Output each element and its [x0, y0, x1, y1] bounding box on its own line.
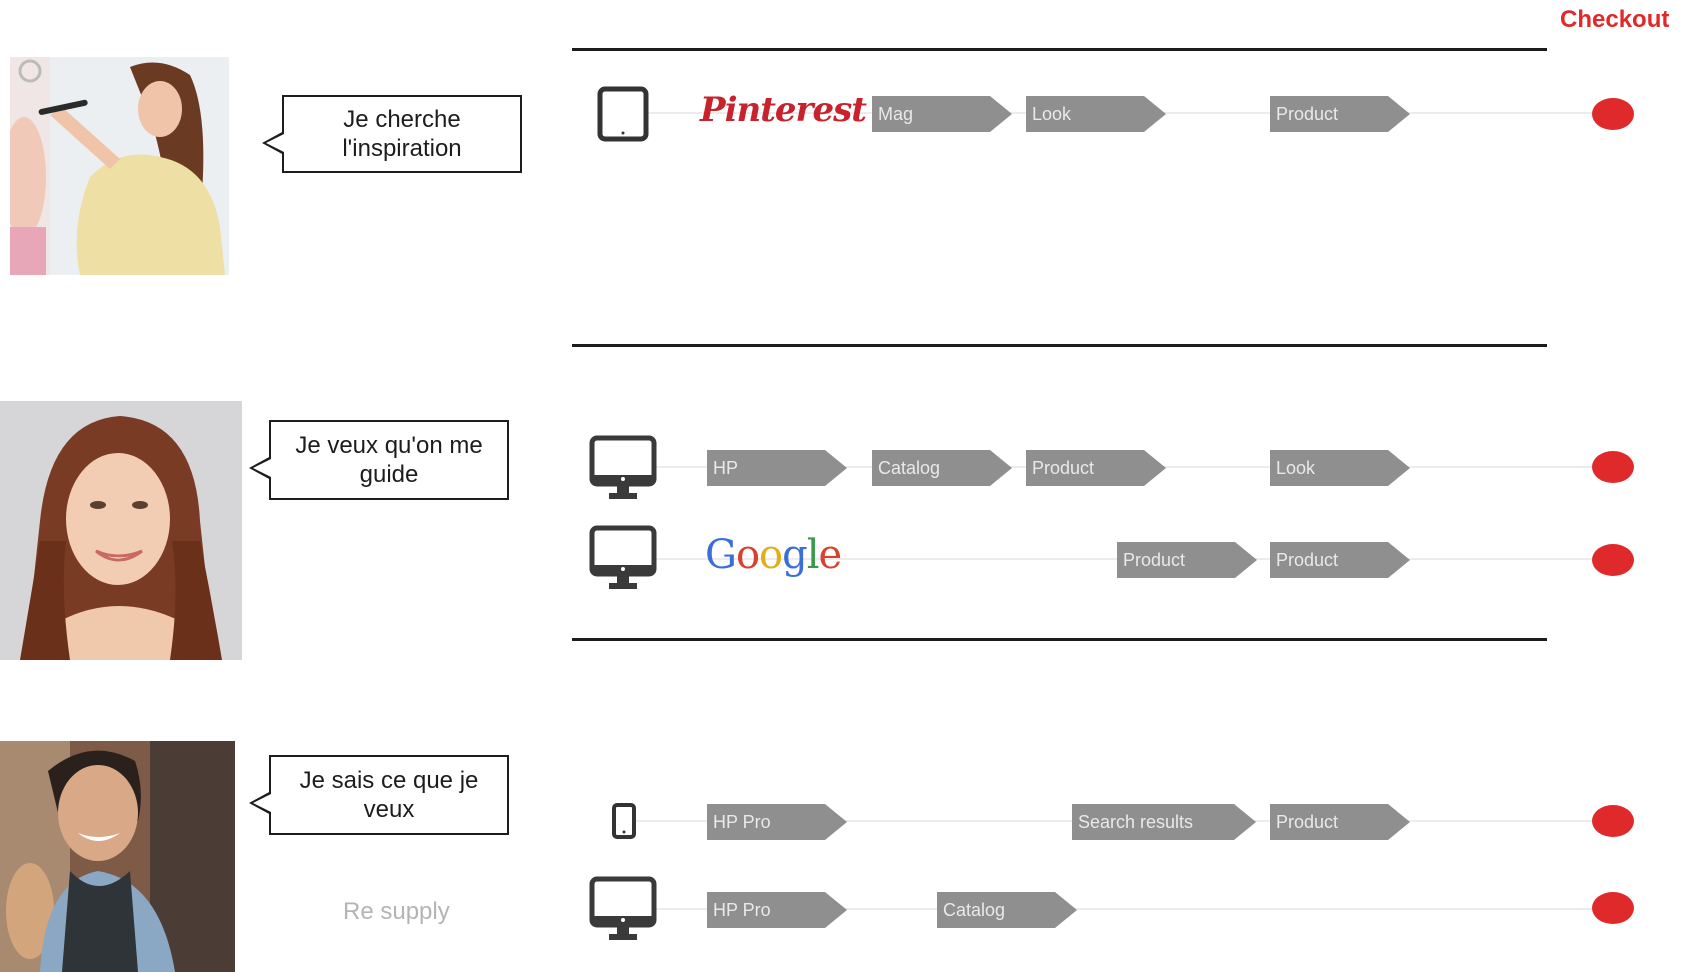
step-product: Product — [1117, 542, 1257, 578]
persona-photo-smiling-woman — [0, 401, 242, 660]
step-mag: Mag — [872, 96, 1012, 132]
checkout-dot — [1592, 451, 1634, 483]
step-hp-pro: HP Pro — [707, 892, 847, 928]
step-product: Product — [1026, 450, 1166, 486]
checkout-label: Checkout — [1560, 6, 1670, 33]
speech-bubble-know: Je sais ce que je veux — [249, 755, 509, 835]
desktop-icon — [589, 876, 657, 947]
checkout-dot — [1592, 892, 1634, 924]
persona-photo-smiling-man — [0, 741, 235, 972]
bubble-text: Je cherche l'inspiration — [342, 106, 462, 162]
step-catalog: Catalog — [937, 892, 1077, 928]
persona-photo-makeup-artist — [10, 57, 229, 275]
mobile-icon — [612, 803, 636, 844]
section-divider — [572, 344, 1547, 347]
bubble-text: Je veux qu'on me guide — [295, 432, 483, 488]
bubble-tail-fill — [266, 133, 286, 153]
step-hp-pro: HP Pro — [707, 804, 847, 840]
tablet-icon — [597, 86, 649, 147]
section-divider — [572, 48, 1547, 51]
desktop-icon — [589, 525, 657, 596]
step-search-results: Search results — [1072, 804, 1256, 840]
speech-bubble-guide: Je veux qu'on me guide — [249, 420, 509, 500]
checkout-dot — [1592, 544, 1634, 576]
pinterest-logo: Pinterest — [700, 90, 867, 130]
step-product: Product — [1270, 804, 1410, 840]
step-look: Look — [1026, 96, 1166, 132]
step-product: Product — [1270, 542, 1410, 578]
google-logo: Google — [705, 532, 842, 578]
bubble-text: Je sais ce que je veux — [299, 767, 479, 823]
step-catalog: Catalog — [872, 450, 1012, 486]
step-look: Look — [1270, 450, 1410, 486]
step-hp: HP — [707, 450, 847, 486]
journey-line — [630, 908, 1620, 910]
bubble-tail-fill — [253, 458, 273, 478]
bubble-tail-fill — [253, 793, 273, 813]
step-product: Product — [1270, 96, 1410, 132]
speech-bubble-inspiration: Je cherche l'inspiration — [262, 95, 522, 173]
checkout-dot — [1592, 805, 1634, 837]
desktop-icon — [589, 435, 657, 506]
section-divider — [572, 638, 1547, 641]
resupply-note: Re supply — [343, 898, 450, 925]
checkout-dot — [1592, 98, 1634, 130]
